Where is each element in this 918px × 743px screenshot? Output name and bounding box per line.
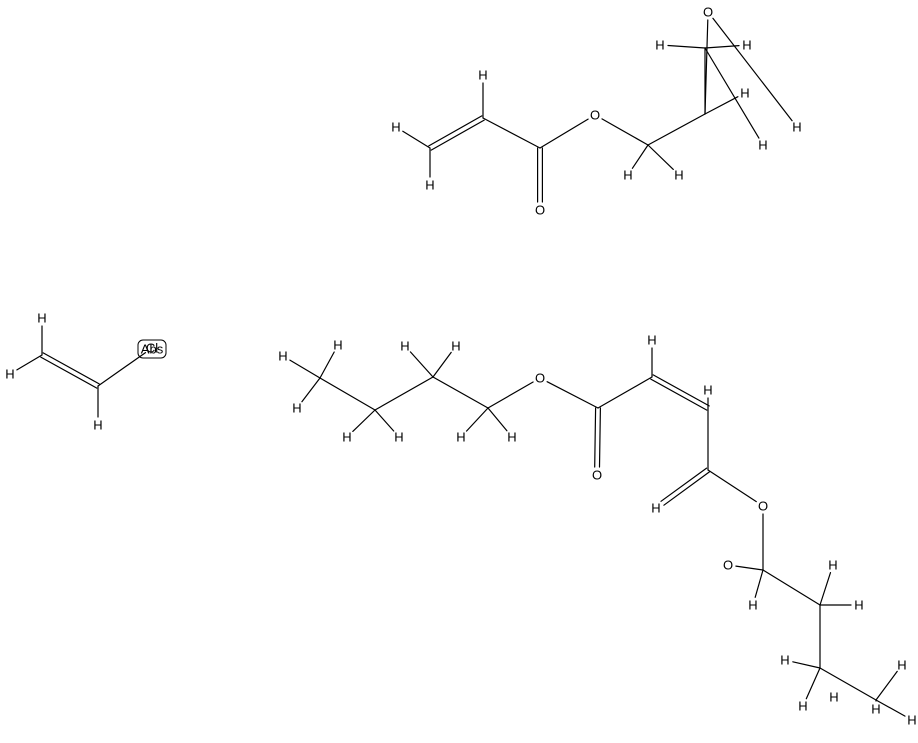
atom-label: H — [507, 430, 516, 445]
double-bond — [598, 407, 602, 468]
atom-label: H — [674, 168, 683, 183]
atom-label: O — [590, 108, 600, 123]
atom-label: H — [871, 702, 880, 717]
single-bond — [319, 351, 335, 379]
single-bond — [319, 377, 376, 411]
atom-label: H — [456, 430, 465, 445]
molecule-hydroxypropyl-acrylate: H H H O O H H H O H H H H — [391, 5, 801, 218]
single-bond — [712, 17, 793, 122]
single-bond — [704, 47, 760, 139]
atom-label: H — [391, 120, 400, 135]
molecule-dibutyl-maleate: H H H H H H H H H H O O H H O O H H H H H H H H H — [278, 333, 916, 728]
atom-label: H — [37, 311, 46, 326]
atom-label: H — [5, 367, 14, 382]
atom-label: H — [828, 558, 837, 573]
double-bond — [40, 356, 98, 389]
single-bond — [465, 407, 489, 432]
single-bond — [875, 699, 906, 717]
double-bond — [430, 119, 485, 151]
atom-label: H — [93, 418, 102, 433]
atom-label: H — [647, 333, 656, 348]
single-bond — [735, 565, 764, 571]
double-bond — [594, 407, 597, 468]
atom-label: H — [829, 690, 838, 705]
double-bond — [42, 352, 100, 385]
single-bond — [754, 569, 764, 598]
atom-label: H — [400, 339, 409, 354]
single-bond — [16, 354, 43, 371]
atom-label: O — [592, 468, 602, 483]
single-bond — [647, 113, 706, 146]
atom-label: H — [394, 430, 403, 445]
atom-label: H — [740, 86, 749, 101]
atom-label: H — [792, 120, 801, 135]
double-bond — [652, 374, 710, 407]
single-bond — [432, 376, 489, 409]
single-bond — [482, 117, 541, 149]
single-bond — [301, 377, 321, 403]
atom-label: H — [623, 168, 632, 183]
atom-label: O — [535, 203, 545, 218]
single-bond — [875, 670, 898, 701]
single-bond — [704, 44, 740, 49]
atom-label: H — [758, 138, 767, 153]
atom-label: H — [897, 658, 906, 673]
atom-label: H — [651, 501, 660, 516]
atom-label: H — [854, 598, 863, 613]
atom-label: H — [478, 68, 487, 83]
atom-label: H — [748, 598, 757, 613]
atom-label: O — [758, 499, 768, 514]
single-bond — [289, 359, 321, 379]
double-bond — [428, 115, 483, 147]
single-bond — [819, 667, 877, 701]
atom-label: H — [703, 383, 712, 398]
single-bond — [707, 469, 757, 503]
atom-label: H — [425, 178, 434, 193]
single-bond — [546, 381, 599, 409]
single-bond — [487, 407, 508, 432]
single-bond — [432, 351, 452, 378]
single-bond — [819, 571, 832, 606]
double-bond — [650, 378, 708, 411]
single-bond — [539, 118, 589, 149]
atom-label: H — [907, 713, 916, 728]
single-bond — [762, 569, 821, 606]
stereo-badge-frame — [137, 339, 167, 359]
atom-label: H — [780, 653, 789, 668]
double-bond — [660, 467, 708, 502]
atom-label: H — [655, 38, 664, 53]
single-bond — [374, 409, 395, 432]
single-bond — [805, 667, 821, 700]
atom-label: H — [278, 349, 287, 364]
single-bond — [667, 44, 706, 49]
single-bond — [352, 409, 376, 432]
single-bond — [374, 376, 434, 411]
atom-label: H — [292, 401, 301, 416]
atom-label: H — [742, 38, 751, 53]
single-bond — [597, 376, 653, 409]
atom-label: O — [703, 5, 713, 20]
atom-label: H — [451, 339, 460, 354]
atom-label: H — [342, 430, 351, 445]
atom-label: H — [798, 699, 807, 714]
single-bond — [487, 381, 534, 409]
double-bond — [663, 471, 711, 506]
single-bond — [601, 118, 649, 146]
atom-label: O — [535, 371, 545, 386]
single-bond — [631, 144, 649, 169]
stereo-badge: Abs — [141, 342, 164, 357]
single-bond — [647, 144, 674, 170]
single-bond — [704, 19, 709, 115]
atom-label: Cl — [146, 341, 158, 356]
single-bond — [792, 661, 821, 669]
atom-label: H — [333, 338, 342, 353]
single-bond — [409, 351, 434, 378]
single-bond — [97, 352, 147, 387]
single-bond — [704, 96, 739, 115]
atom-label: O — [723, 558, 733, 573]
single-bond — [402, 130, 431, 149]
